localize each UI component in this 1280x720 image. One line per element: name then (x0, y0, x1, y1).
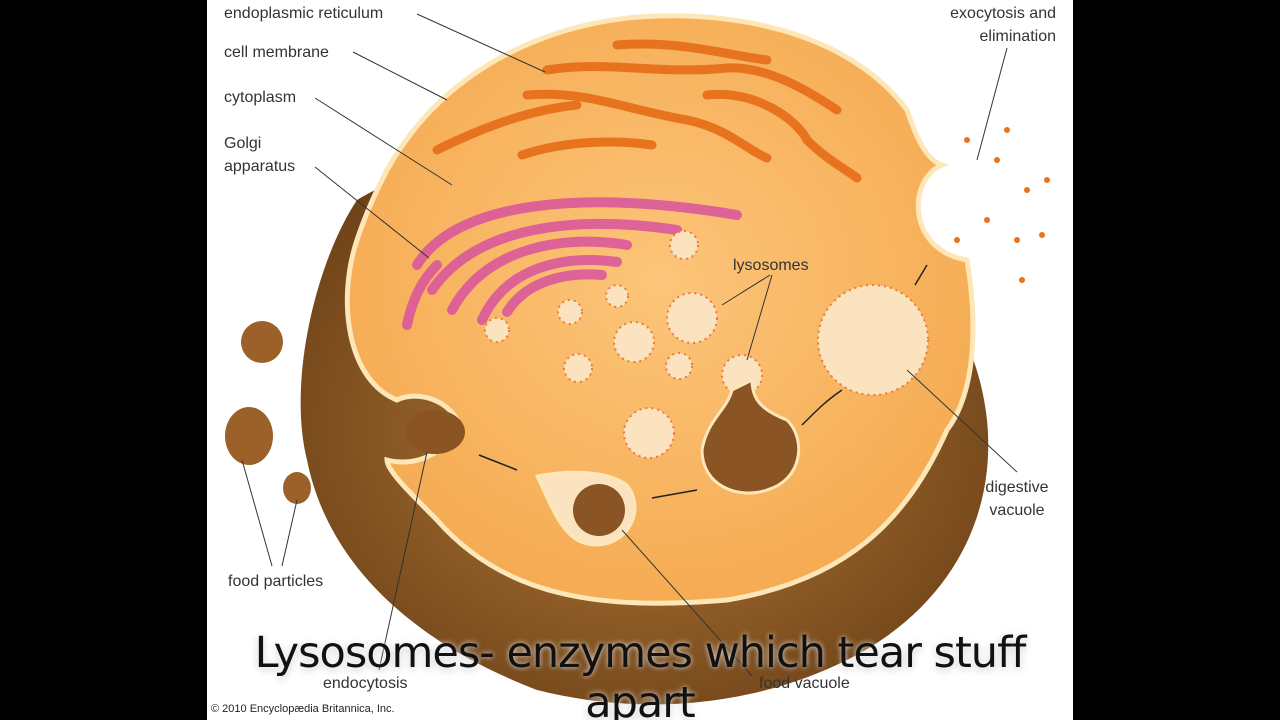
label-cell-membrane: cell membrane (224, 44, 329, 61)
leader-lines (241, 13, 1018, 677)
copyright: © 2010 Encyclopædia Britannica, Inc. (211, 703, 395, 715)
label-cytoplasm: cytoplasm (224, 89, 297, 106)
label-golgi-apparatus: Golgi apparatus (224, 135, 296, 175)
arrows (478, 264, 928, 499)
label-exocytosis: exocytosis and elimination (950, 5, 1056, 45)
label-food-vacuole: food vacuole (759, 675, 850, 692)
label-food-particles: food particles (228, 573, 324, 590)
endocytosis-particle (405, 410, 465, 454)
exocytosis-debris (954, 127, 1050, 283)
diagram-panel: endoplasmic reticulum cell membrane cyto… (207, 0, 1073, 720)
label-digestive-vacuole: digestive vacuole (985, 479, 1049, 519)
video-caption: Lysosomes- enzymes which tear stuff apar… (254, 628, 1027, 720)
lysosomes (484, 230, 929, 459)
golgi-apparatus (402, 197, 742, 330)
digestive-vacuole-forming (700, 377, 801, 495)
food-particles (225, 321, 311, 504)
label-endoplasmic-reticulum: endoplasmic reticulum (224, 5, 384, 22)
cell-membrane (344, 13, 976, 606)
endoplasmic-reticulum (432, 39, 862, 183)
food-particle-in-vacuole (573, 484, 625, 536)
cell-illustration (225, 13, 1050, 705)
label-endocytosis: endocytosis (323, 675, 408, 692)
label-lysosomes: lysosomes (733, 257, 809, 274)
